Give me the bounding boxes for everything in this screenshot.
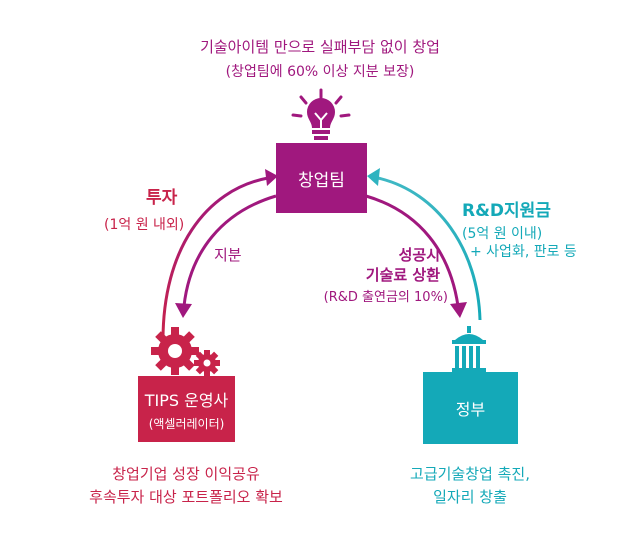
repayment-arrowhead — [450, 302, 467, 318]
investment-detail: (1억 원 내외) — [104, 217, 185, 233]
repayment-arrow — [365, 194, 460, 307]
gov-caption-line1: 고급기술창업 촉진, — [410, 465, 530, 483]
repayment-line2: 기술료 상환 — [365, 266, 440, 284]
gov-caption-line2: 일자리 창출 — [433, 488, 507, 506]
tips-caption-line2: 후속투자 대상 포트폴리오 확보 — [89, 488, 283, 506]
investment-arrow — [161, 176, 269, 341]
government-label: 정부 — [455, 400, 486, 419]
government-box: 정부 — [423, 372, 518, 444]
government-building-icon — [452, 326, 486, 372]
equity-arrow — [182, 194, 277, 307]
rnd-arrow — [377, 176, 482, 321]
startup-team-box: 창업팀 — [276, 143, 367, 213]
top-caption-line1: 기술아이템 만으로 실패부담 없이 창업 — [200, 38, 440, 56]
light-bulb-icon — [291, 88, 351, 140]
startup-team-label: 창업팀 — [298, 170, 345, 191]
rnd-detail2: + 사업화, 판로 등 — [470, 244, 577, 260]
investment-title: 투자 — [146, 188, 178, 208]
tips-caption-line1: 창업기업 성장 이익공유 — [112, 465, 260, 483]
rnd-detail1: (5억 원 이내) — [462, 226, 543, 242]
tips-operator-label: TIPS 운영사 — [144, 390, 229, 410]
rnd-arrowhead — [367, 168, 380, 186]
equity-label: 지분 — [214, 246, 242, 264]
tips-operator-box: TIPS 운영사 (액셀러레이터) — [138, 376, 235, 442]
equity-arrowhead — [175, 303, 192, 318]
repayment-detail: (R&D 출연금의 10%) — [323, 290, 448, 305]
investment-arrowhead — [265, 169, 278, 186]
rnd-title: R&D지원금 — [462, 201, 551, 221]
top-caption-line2: (창업팀에 60% 이상 지분 보장) — [225, 64, 415, 80]
repayment-line1: 성공시 — [398, 246, 440, 264]
gears-icon — [151, 327, 220, 376]
tips-operator-sublabel: (액셀러레이터) — [148, 416, 225, 431]
